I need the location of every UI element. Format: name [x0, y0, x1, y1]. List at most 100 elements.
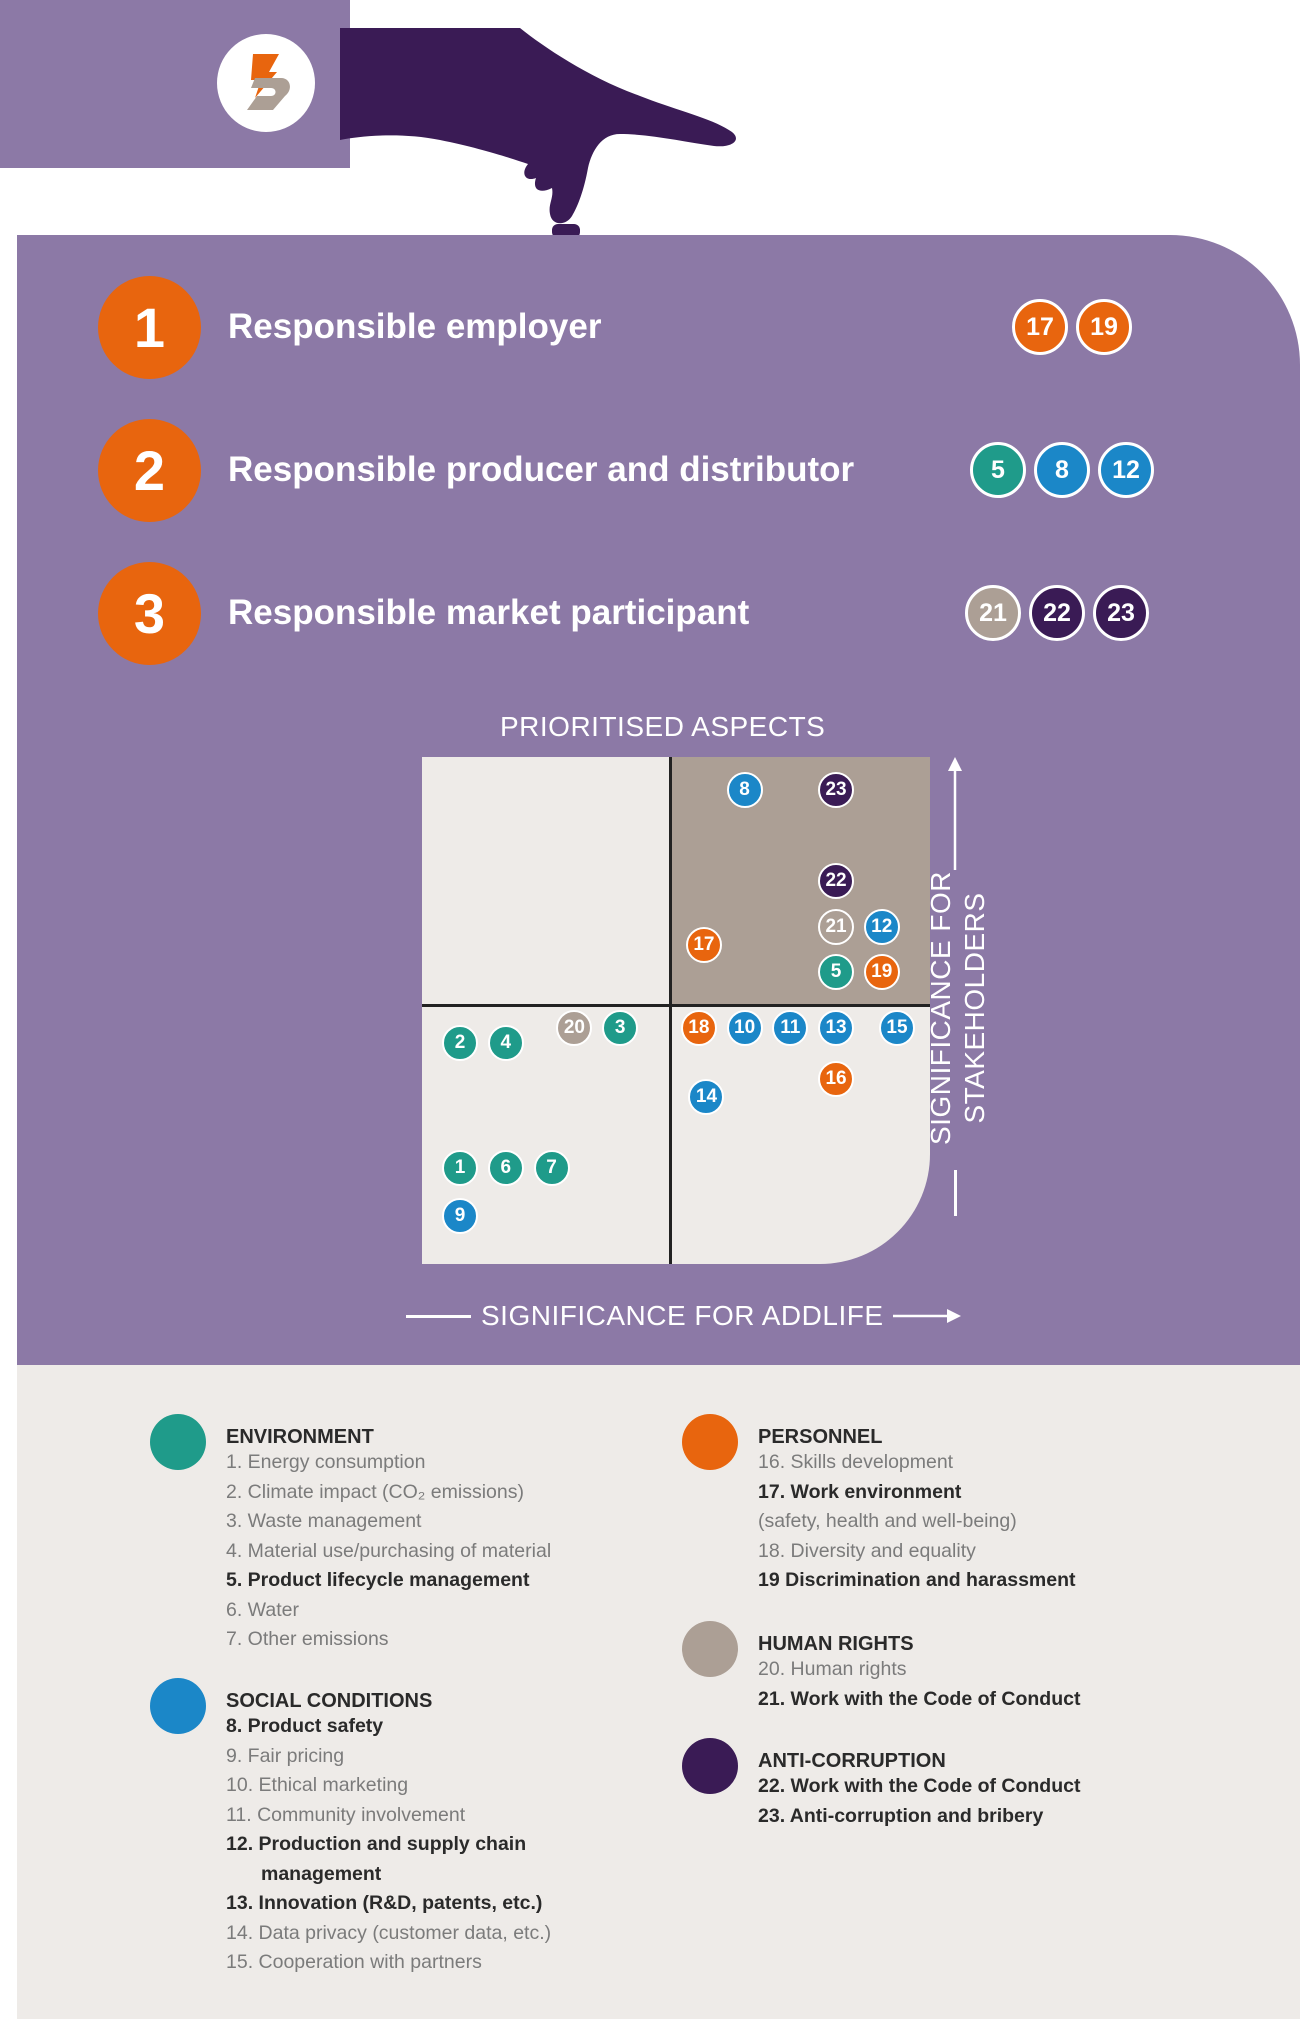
legend-item-text: 19 Discrimination and harassment [758, 1569, 1076, 1591]
matrix-point: 2 [442, 1025, 479, 1062]
legend-item-text: 1. Energy consumption [226, 1451, 426, 1473]
legend-anti_corruption-dot [682, 1738, 738, 1794]
legend-item: 7. Other emissions [226, 1625, 551, 1655]
legend-item: 11. Community involvement [226, 1801, 551, 1831]
legend-item: 3. Waste management [226, 1507, 551, 1537]
matrix-point: 20 [556, 1010, 593, 1047]
role-number-1: 1 [98, 276, 201, 379]
matrix-point: 8 [726, 771, 763, 808]
legend-item: 14. Data privacy (customer data, etc.) [226, 1919, 551, 1949]
legend-item-text: 22. Work with the Code of Conduct [758, 1775, 1081, 1797]
legend-item-text: 3. Waste management [226, 1510, 422, 1532]
matrix-point: 1 [442, 1149, 479, 1186]
role-title-2: Responsible producer and distributor [228, 450, 855, 489]
legend-item-text: 7. Other emissions [226, 1628, 389, 1650]
legend-environment-title: ENVIRONMENT [226, 1426, 374, 1448]
legend-item: 15. Cooperation with partners [226, 1948, 551, 1978]
role-3-aspect-chip: 22 [1029, 585, 1085, 641]
company-logo [217, 34, 315, 132]
role-number-3: 3 [98, 562, 201, 665]
role-3-aspect-chip: 21 [965, 585, 1021, 641]
legend-item: 8. Product safety [226, 1712, 551, 1742]
role-1-aspect-chip: 17 [1012, 299, 1068, 355]
role-2-aspect-chip: 12 [1098, 442, 1154, 498]
legend-item-continuation: management [261, 1862, 382, 1885]
legend-item: 13. Innovation (R&D, patents, etc.) [226, 1889, 551, 1919]
legend-item-text: 16. Skills development [758, 1451, 954, 1473]
matrix-point: 12 [863, 908, 900, 945]
matrix-point: 6 [487, 1149, 524, 1186]
quadrant-top-left [422, 757, 670, 1005]
legend-item-text: 5. Product lifecycle management [226, 1569, 530, 1591]
legend-item: 10. Ethical marketing [226, 1771, 551, 1801]
legend-item-text: 10. Ethical marketing [226, 1774, 409, 1796]
legend-personnel-dot [682, 1414, 738, 1470]
legend-item-text: 21. Work with the Code of Conduct [758, 1687, 1081, 1710]
legend-item-text: 12. Production and supply chain [226, 1833, 527, 1855]
role-1-aspect-chip: 19 [1076, 299, 1132, 355]
legend-item-text: 4. Material use/purchasing of material [226, 1539, 552, 1562]
legend-environment-dot [150, 1414, 206, 1470]
legend-human_rights-title: HUMAN RIGHTS [758, 1633, 914, 1655]
role-3-aspect-chip: 23 [1093, 585, 1149, 641]
legend-item: 12. Production and supply chain managemen… [226, 1830, 551, 1889]
matrix-point: 7 [533, 1149, 570, 1186]
legend-item: 17. Work environment [758, 1478, 1076, 1508]
logo-mark-icon [247, 54, 290, 110]
legend-item: 9. Fair pricing [226, 1742, 551, 1772]
matrix-point: 11 [772, 1010, 809, 1047]
legend-personnel-list: 16. Skills development 17. Work environme… [758, 1448, 1076, 1596]
matrix-point: 19 [863, 954, 900, 991]
y-axis-label-line1: SIGNIFICANCE FOR [925, 871, 956, 1146]
matrix-point: 22 [818, 863, 855, 900]
x-axis-label: SIGNIFICANCE FOR ADDLIFE [481, 1300, 884, 1331]
legend-item-text: 9. Fair pricing [226, 1744, 345, 1767]
legend-item-text: 2. Climate impact (CO₂ emissions) [226, 1480, 524, 1503]
role-title-3: Responsible market participant [228, 593, 750, 632]
legend-item-text: 13. Innovation (R&D, patents, etc.) [226, 1892, 543, 1914]
y-axis-line-bottom [954, 1170, 957, 1216]
legend-social-title: SOCIAL CONDITIONS [226, 1690, 433, 1712]
legend-human_rights-dot [682, 1621, 738, 1677]
legend-item: 1. Energy consumption [226, 1448, 551, 1478]
legend-item: 4. Material use/purchasing of material [226, 1537, 551, 1567]
matrix-point: 16 [818, 1060, 855, 1097]
legend-item: 6. Water [226, 1596, 551, 1626]
legend-anti_corruption-title: ANTI-CORRUPTION [758, 1750, 946, 1772]
matrix-point: 21 [818, 908, 855, 945]
matrix-point: 14 [688, 1078, 725, 1115]
role-2-aspect-chip: 8 [1034, 442, 1090, 498]
matrix-point: 10 [726, 1010, 763, 1047]
matrix-vertical-divider [669, 757, 672, 1264]
role-number-2: 2 [98, 419, 201, 522]
legend-item: 18. Diversity and equality [758, 1537, 1076, 1567]
legend-item: 2. Climate impact (CO₂ emissions) [226, 1478, 551, 1508]
pointing-hand-icon [340, 28, 736, 238]
role-title-1: Responsible employer [228, 307, 602, 346]
legend-item: 20. Human rights [758, 1655, 1080, 1685]
legend-human_rights-list: 20. Human rights 21. Work with the Code o… [758, 1655, 1080, 1714]
legend-environment-list: 1. Energy consumption 2. Climate impact (… [226, 1448, 551, 1655]
matrix-point: 5 [818, 954, 855, 991]
legend-anti_corruption-list: 22. Work with the Code of Conduct 23. Ant… [758, 1772, 1080, 1831]
legend-social-dot [150, 1678, 206, 1734]
legend-item: 19 Discrimination and harassment [758, 1566, 1076, 1596]
legend-item: 21. Work with the Code of Conduct [758, 1685, 1080, 1715]
legend-item-text: 23. Anti-corruption and bribery [758, 1804, 1044, 1827]
legend-item-text: (safety, health and well-being) [758, 1510, 1017, 1532]
legend-item-text: 20. Human rights [758, 1658, 907, 1680]
y-axis-label-line2: STAKEHOLDERS [959, 892, 990, 1124]
x-axis-line-left [406, 1315, 471, 1318]
matrix-point: 4 [487, 1025, 524, 1062]
legend-area [17, 1365, 1300, 2019]
matrix-point: 3 [602, 1010, 639, 1047]
matrix-horizontal-divider [422, 1004, 930, 1007]
legend-item-text: 11. Community involvement [226, 1803, 466, 1826]
legend-item-text: 15. Cooperation with partners [226, 1951, 482, 1973]
matrix-point: 23 [818, 771, 855, 808]
y-axis-arrow-icon [948, 757, 962, 870]
legend-item: 16. Skills development [758, 1448, 1076, 1478]
legend-item-text: 14. Data privacy (customer data, etc.) [226, 1921, 552, 1944]
legend-personnel-title: PERSONNEL [758, 1426, 883, 1448]
